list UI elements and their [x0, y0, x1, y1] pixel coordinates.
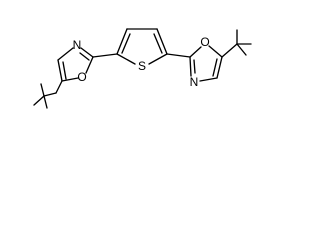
bond [156, 28, 168, 55]
svg-text:O: O [77, 70, 86, 84]
double-bond-inner [121, 33, 131, 54]
bond [85, 56, 94, 74]
bond [236, 43, 247, 56]
molecule-drawing: N O S O N [33, 28, 252, 109]
bond [116, 28, 128, 55]
atom-label-thiophene-s: S [138, 59, 146, 73]
bond [33, 95, 45, 106]
bond [40, 83, 45, 97]
left-tert-butyl-group [33, 80, 63, 109]
svg-text:N: N [73, 38, 82, 52]
bond [80, 47, 94, 58]
svg-text:N: N [190, 75, 199, 89]
bond [189, 46, 202, 58]
left-oxazole-ring [57, 47, 94, 82]
structure-canvas: N O S O N [33, 28, 252, 109]
bond [116, 53, 136, 65]
bond [189, 56, 192, 77]
double-bond-inner [193, 59, 196, 74]
bond [221, 43, 238, 58]
svg-text:O: O [200, 35, 209, 49]
double-bond-inner [79, 52, 90, 61]
bond [208, 45, 223, 58]
atom-label-left-n: N [73, 38, 82, 52]
svg-text:S: S [138, 59, 146, 73]
right-tert-butyl-group [221, 29, 252, 58]
bond [61, 77, 79, 82]
bond [55, 80, 63, 94]
bond [166, 53, 191, 58]
bond [57, 59, 63, 82]
bond [199, 77, 218, 82]
right-oxazole-ring [189, 45, 223, 82]
atom-label-left-o: O [77, 70, 86, 84]
bond [43, 92, 57, 97]
atom-label-right-o: O [200, 35, 209, 49]
bond [43, 95, 48, 109]
double-bond-inner [153, 33, 163, 54]
bond [148, 53, 168, 65]
double-bond-inner [62, 61, 67, 80]
atom-label-right-n: N [190, 75, 199, 89]
thiophene-ring [116, 28, 168, 65]
bond [216, 56, 223, 79]
double-bond-inner [212, 58, 218, 77]
bond [92, 53, 118, 58]
bond [57, 47, 74, 61]
